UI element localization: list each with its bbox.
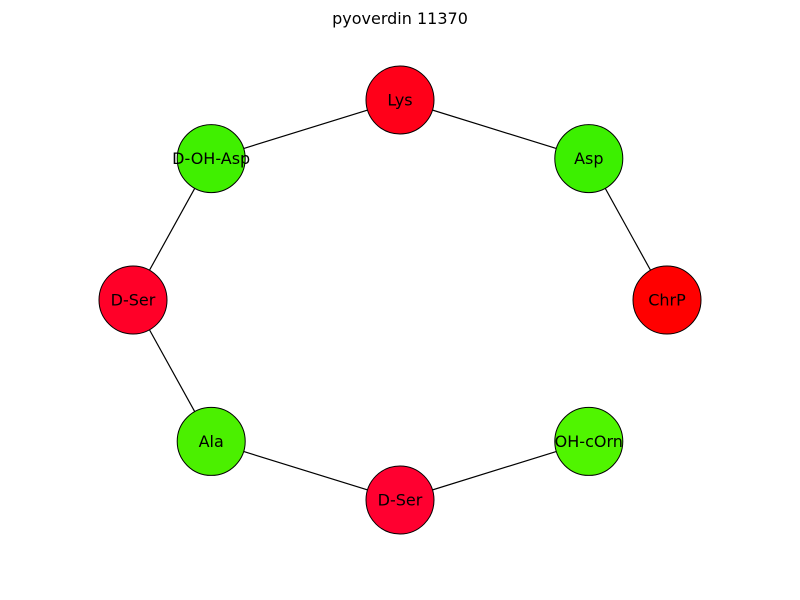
node-n1: Asp xyxy=(554,124,624,194)
node-circle xyxy=(365,465,435,535)
node-circle xyxy=(176,406,246,476)
diagram-title: pyoverdin 11370 xyxy=(332,9,468,28)
node-n5: Ala xyxy=(176,406,246,476)
node-label: Asp xyxy=(574,149,603,168)
node-label: D-Ser xyxy=(378,491,423,510)
node-circle xyxy=(554,124,624,194)
node-n4: D-Ser xyxy=(365,465,435,535)
node-label: D-Ser xyxy=(111,291,156,310)
node-label: D-OH-Asp xyxy=(172,149,250,168)
node-n7: D-OH-Asp xyxy=(172,124,250,194)
node-label: Lys xyxy=(387,91,412,110)
node-label: ChrP xyxy=(648,291,686,310)
node-label: OH-cOrn xyxy=(555,432,623,451)
node-circle xyxy=(98,265,168,335)
node-n3: OH-cOrn xyxy=(554,406,624,476)
node-circle xyxy=(176,124,246,194)
node-n0: Lys xyxy=(365,65,435,135)
node-circle xyxy=(365,65,435,135)
node-circle xyxy=(632,265,702,335)
node-label: Ala xyxy=(199,432,224,451)
node-n6: D-Ser xyxy=(98,265,168,335)
node-n2: ChrP xyxy=(632,265,702,335)
node-circle xyxy=(554,406,624,476)
